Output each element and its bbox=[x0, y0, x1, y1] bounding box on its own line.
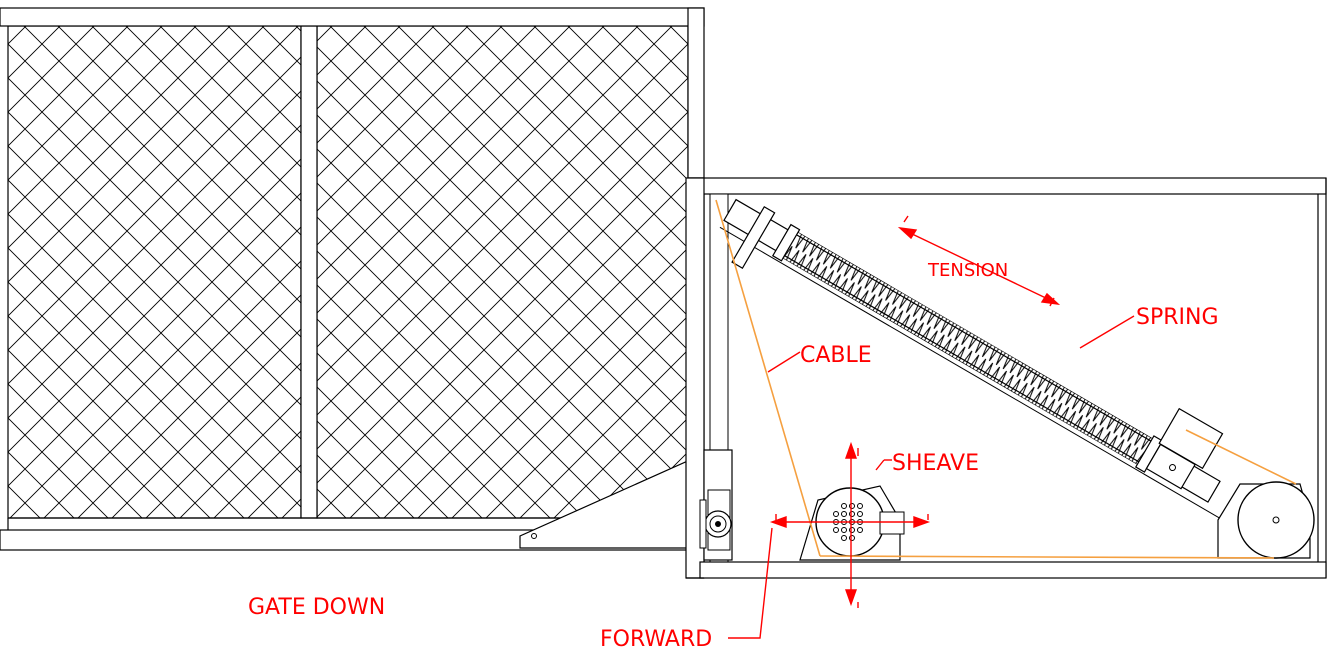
gate-mesh-left bbox=[7, 25, 302, 519]
gate-mesh-right bbox=[316, 25, 689, 519]
hinge-assembly bbox=[699, 449, 733, 561]
gate-top-rail bbox=[0, 7, 705, 27]
cable bbox=[715, 199, 1297, 559]
gate-upright-post bbox=[687, 7, 705, 179]
end-pulley bbox=[1217, 481, 1315, 559]
label-gate-down: GATE DOWN bbox=[248, 595, 385, 620]
label-spring: SPRING bbox=[1136, 305, 1219, 330]
sheave bbox=[799, 485, 905, 561]
label-forward: FORWARD bbox=[600, 627, 712, 652]
annotation-arrows bbox=[728, 215, 1135, 639]
label-cable: CABLE bbox=[800, 343, 872, 368]
label-tension: TENSION bbox=[927, 260, 1008, 281]
label-sheave: SHEAVE bbox=[892, 451, 979, 476]
gate-center-post bbox=[300, 25, 318, 519]
spring-coils bbox=[782, 232, 1153, 465]
gate-panel bbox=[0, 7, 705, 551]
spring-assembly bbox=[719, 198, 1231, 525]
